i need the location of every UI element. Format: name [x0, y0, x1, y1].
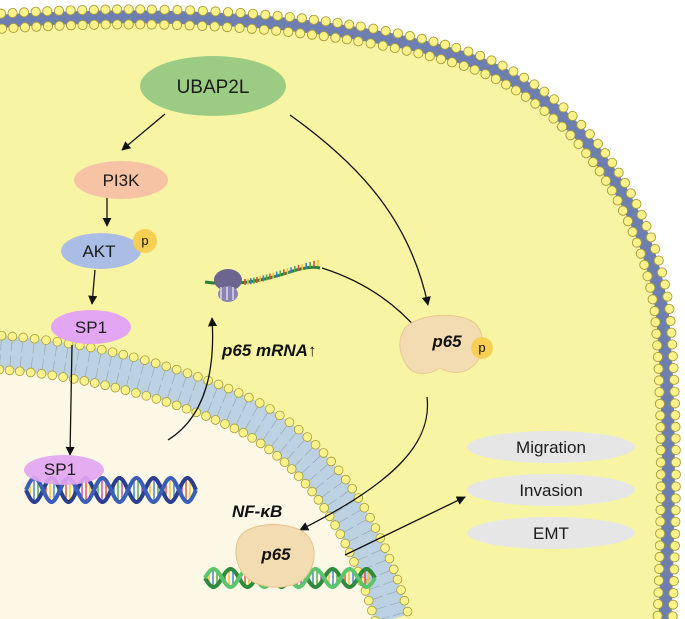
akt-phospho-label: p: [141, 233, 148, 248]
p65-nucleus-shape: [235, 524, 315, 588]
p65-mrna-label: p65 mRNA↑: [221, 341, 316, 360]
nuclear-membrane-band: [0, 335, 409, 619]
pi3k-node: PI3K: [74, 161, 168, 199]
akt-phospho-circle: [133, 229, 157, 253]
outcome-migration: Migration: [467, 431, 635, 463]
pi3k-ellipse: [74, 161, 168, 199]
outcome-list: Migration Invasion EMT: [467, 431, 635, 549]
sp1-nucleus-label: SP1: [44, 460, 76, 479]
akt-label: AKT: [82, 242, 115, 261]
p65-phospho-label: p: [478, 340, 485, 355]
pathway-arrows: [65, 113, 466, 556]
arrow-sp1-to-dna: [65, 344, 75, 456]
sp1-nucleus-ellipse: [24, 455, 104, 485]
outcome-migration-label: Migration: [516, 438, 586, 457]
outcome-invasion: Invasion: [467, 474, 635, 506]
sp1-cytoplasm-node: SP1: [51, 310, 131, 344]
akt-node: AKT p: [61, 229, 157, 269]
p65-cytoplasm-shape: [399, 314, 484, 374]
arrow-ubap2l-to-pi3k: [121, 113, 166, 151]
arrow-akt-to-sp1: [88, 269, 98, 305]
ubap2l-ellipse: [140, 56, 286, 116]
pi3k-label: PI3K: [103, 171, 141, 190]
ubap2l-node: UBAP2L: [140, 56, 286, 116]
mrna-with-ribosome: [204, 260, 321, 302]
outcome-invasion-label: Invasion: [519, 481, 582, 500]
ribosome-icon: [214, 269, 242, 302]
akt-ellipse: [61, 233, 141, 269]
nuclear-membrane-tails: [0, 338, 405, 619]
ubap2l-label: UBAP2L: [177, 77, 250, 98]
nfkb-label: NF-κB: [232, 502, 282, 521]
sp1-cytoplasm-label: SP1: [75, 318, 107, 337]
arrow-mrna-to-p65: [321, 267, 419, 331]
plasma-membrane-heads: [0, 4, 681, 619]
arrow-ubap2l-to-p65: [289, 114, 431, 306]
arrow-dna-to-mrna: [167, 317, 218, 441]
sp1-cytoplasm-ellipse: [51, 310, 131, 344]
nuclear-membrane-heads-inner: [0, 364, 380, 619]
outcome-emt: EMT: [467, 517, 635, 549]
p65-nucleus-label: p65: [260, 545, 291, 564]
arrow-nfkb-to-outcomes: [344, 496, 466, 556]
mrna-bases: [244, 260, 319, 285]
outcome-emt-label: EMT: [533, 524, 569, 543]
plasma-membrane-band: [0, 10, 675, 619]
p65-cytoplasm-label: p65: [431, 332, 462, 351]
arrow-p65-to-nucleus: [299, 396, 429, 531]
p65-phospho-circle: [471, 337, 493, 359]
nuclear-membrane-heads-outer: [0, 330, 413, 617]
p65-cytoplasm-node: p65 p: [399, 314, 493, 374]
nfkb-dna-binding: NF-κB p65: [203, 502, 377, 589]
dna-sp1-binding: SP1: [24, 455, 198, 504]
